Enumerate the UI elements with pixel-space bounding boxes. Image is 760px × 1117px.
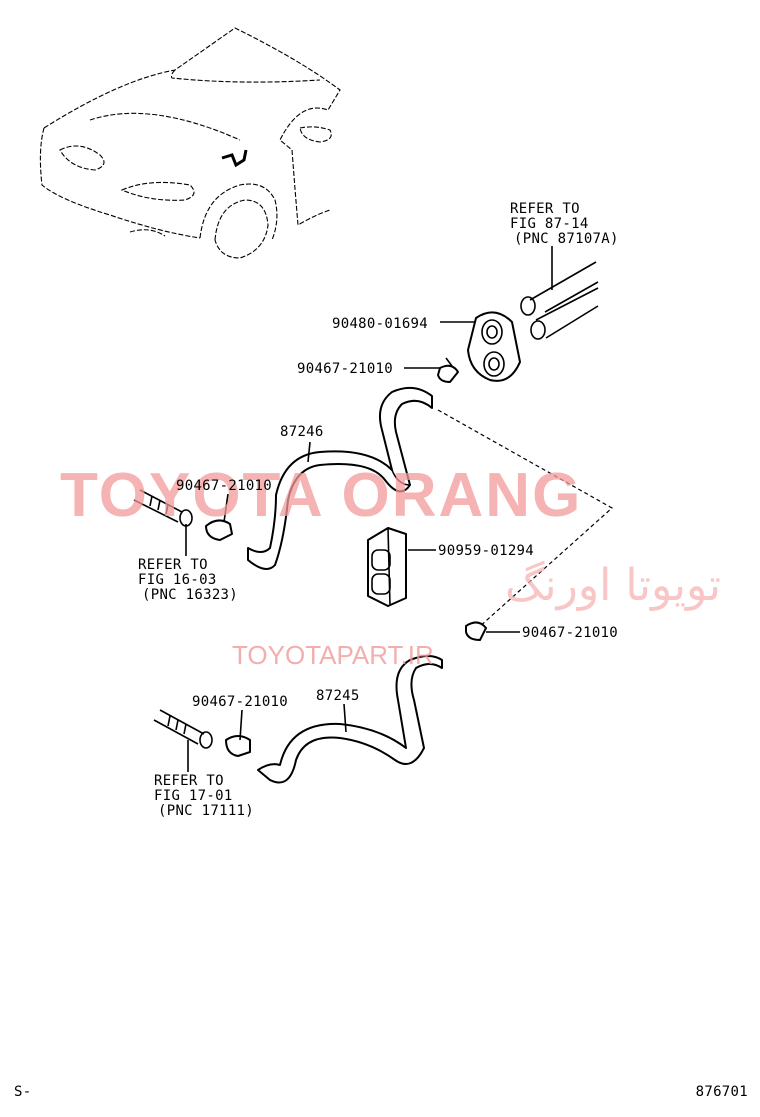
label-clip-left-lower: 90467-21010: [192, 694, 288, 710]
label-grommet: 90480-01694: [332, 316, 428, 332]
refer-bottom-line1: REFER TO: [154, 773, 224, 789]
car-overview-illustration: [39, 27, 341, 259]
illustration-number: 876701: [696, 1084, 748, 1100]
label-hose-lower: 87245: [316, 688, 360, 704]
footer-left-code: S-: [14, 1084, 31, 1100]
label-clip-left-upper: 90467-21010: [176, 478, 272, 494]
heater-pipes-top: [520, 261, 599, 340]
leader-lines: [185, 246, 553, 772]
refer-top-line3: (PNC 87107A): [514, 231, 619, 247]
refer-top-line1: REFER TO: [510, 201, 580, 217]
refer-top-line2: FIG 87-14: [510, 216, 589, 232]
pipe-lower-left: [153, 709, 251, 757]
dashed-leaders: [437, 409, 614, 629]
refer-mid-line1: REFER TO: [138, 557, 208, 573]
refer-bottom-line2: FIG 17-01: [154, 788, 233, 804]
label-clip-right: 90467-21010: [522, 625, 618, 641]
refer-bottom-line3: (PNC 17111): [158, 803, 254, 819]
refer-mid-line3: (PNC 16323): [142, 587, 238, 603]
refer-mid-line2: FIG 16-03: [138, 572, 217, 588]
watermark-site: TOYOTAPART.IR: [232, 640, 434, 670]
label-clamp-block: 90959-01294: [438, 543, 534, 559]
label-clip-upper: 90467-21010: [297, 361, 393, 377]
label-hose-upper: 87246: [280, 424, 324, 440]
watermark-arabic: تویوتا اورنگ: [505, 560, 721, 611]
grommet-part: [467, 311, 521, 382]
clamp-block-part: [367, 527, 407, 607]
hose-87245: [257, 655, 443, 784]
hose-87246: [247, 386, 433, 570]
clip-right-part: [465, 621, 487, 641]
watermark-latin: TOYOTA ORANG: [60, 461, 582, 530]
clip-upper-part: [437, 357, 459, 383]
